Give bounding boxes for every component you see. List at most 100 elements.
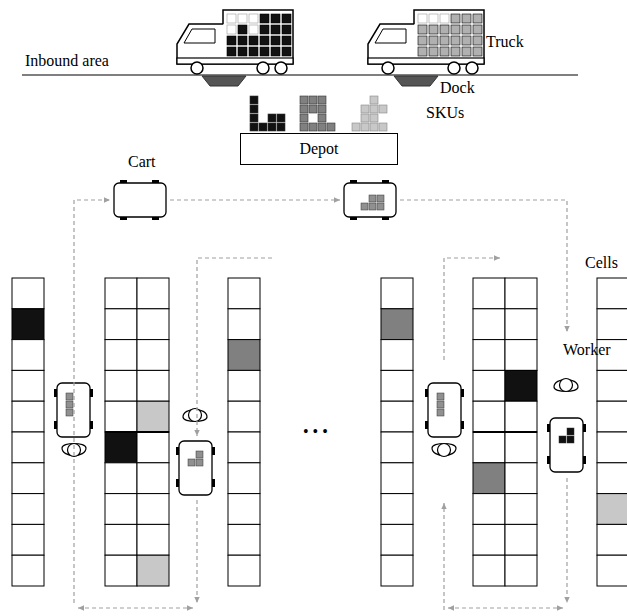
storage-cell [12, 463, 44, 494]
storage-cell [381, 524, 413, 555]
sku-stack [250, 96, 285, 131]
cargo-sku [227, 36, 236, 45]
storage-cell [505, 340, 537, 371]
storage-cell [505, 555, 537, 586]
cargo-sku [238, 36, 247, 45]
flow-path [170, 199, 340, 200]
cargo-sku [238, 47, 247, 56]
sku-box [277, 114, 285, 122]
cargo-sku [451, 14, 460, 23]
sku-box [361, 123, 369, 131]
cargo-sku [462, 14, 471, 23]
storage-cell [137, 370, 169, 401]
storage-cell [381, 309, 413, 340]
truck-wheel [191, 62, 203, 74]
sku-box [370, 96, 378, 104]
storage-cell [473, 278, 505, 309]
flow-path [448, 607, 563, 608]
storage-cell [597, 370, 627, 401]
cart-icon [344, 180, 396, 220]
storage-cell [597, 278, 627, 309]
storage-cell [473, 524, 505, 555]
storage-cell [12, 401, 44, 432]
worker-head [438, 444, 451, 457]
sku-box [250, 114, 258, 122]
cart-body [344, 183, 396, 217]
sku-box [250, 105, 258, 113]
cargo-sku [282, 36, 291, 45]
sku-box [250, 96, 258, 104]
cart-sku [369, 203, 376, 210]
storage-cell [105, 432, 137, 463]
cargo-sku [260, 36, 269, 45]
cart-body [428, 383, 461, 437]
truck-icon [368, 10, 484, 74]
storage-cell [105, 401, 137, 432]
cart-sku [437, 409, 444, 416]
ellipsis: • • • [303, 424, 328, 440]
truck-window [184, 29, 215, 43]
storage-cell [228, 524, 260, 555]
storage-cell [473, 463, 505, 494]
storage-cell [597, 524, 627, 555]
sku-box [370, 105, 378, 113]
storage-cell [137, 278, 169, 309]
cargo-sku [440, 14, 449, 23]
cart-sku [66, 401, 73, 408]
sku-box [327, 123, 335, 131]
dock-shape [394, 76, 438, 86]
storage-column [228, 278, 260, 586]
cargo-sku [249, 47, 258, 56]
storage-cell [505, 463, 537, 494]
flow-path [196, 500, 197, 603]
cargo-sku [260, 14, 269, 23]
storage-cell [505, 494, 537, 525]
cart-sku [66, 393, 73, 400]
sku-box [309, 105, 317, 113]
worker-shoulders [432, 444, 456, 456]
cargo-sku [271, 36, 280, 45]
cart-icon [547, 418, 586, 472]
cargo-sku [418, 25, 427, 34]
cargo-sku [282, 14, 291, 23]
truck-window [375, 29, 406, 43]
storage-cell [228, 463, 260, 494]
flow-path [443, 503, 444, 610]
cargo-sku [451, 25, 460, 34]
cargo-sku [238, 25, 247, 34]
storage-cell [381, 432, 413, 463]
cart-sku [377, 195, 384, 202]
cart-body [550, 418, 583, 472]
area-label: Inbound area [25, 53, 109, 69]
storage-cell [505, 309, 537, 340]
worker-label: Worker [563, 342, 611, 358]
sku-box [318, 123, 326, 131]
cross-aisle-line [473, 431, 537, 433]
storage-cell [105, 555, 137, 586]
cargo-sku [260, 25, 269, 34]
storage-cell [105, 278, 137, 309]
cargo-sku [249, 25, 258, 34]
storage-cell [105, 370, 137, 401]
cargo-sku [440, 36, 449, 45]
sku-stack [300, 96, 335, 131]
cargo-sku [462, 25, 471, 34]
truck-icon [177, 10, 293, 74]
storage-cell [505, 401, 537, 432]
sku-box [300, 114, 308, 122]
cargo-sku [418, 47, 427, 56]
storage-cell [105, 340, 137, 371]
cart-sku [437, 393, 444, 400]
storage-cell [473, 401, 505, 432]
storage-cell [505, 524, 537, 555]
sku-box [259, 123, 267, 131]
storage-cell [597, 401, 627, 432]
storage-cell [137, 432, 169, 463]
cargo-sku [473, 14, 482, 23]
sku-box [300, 96, 308, 104]
cart-sku [369, 195, 376, 202]
worker-head [189, 409, 202, 422]
truck-cargo [414, 10, 484, 62]
